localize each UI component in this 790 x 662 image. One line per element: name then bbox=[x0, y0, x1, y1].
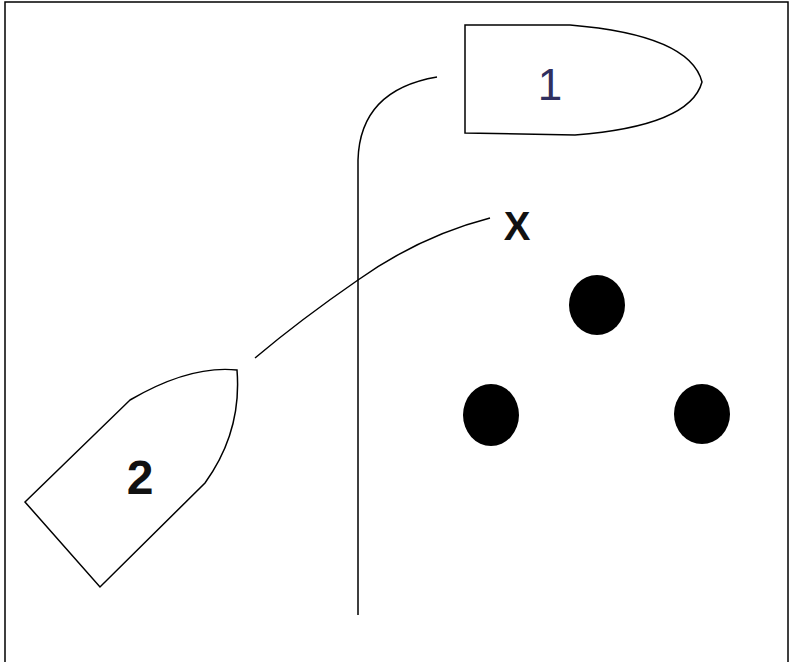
boat-number: 1 bbox=[538, 63, 562, 107]
boat-hull: 2 bbox=[22, 365, 244, 591]
boat-number: 2 bbox=[127, 454, 154, 502]
hull-outline bbox=[25, 369, 238, 587]
position-marker: X bbox=[504, 206, 531, 246]
mark-buoy bbox=[674, 384, 730, 444]
hull-outline bbox=[465, 25, 702, 135]
boat-hull: 1 bbox=[462, 22, 706, 138]
mark-buoy bbox=[569, 275, 625, 335]
boat-track bbox=[358, 77, 437, 615]
mark-buoy bbox=[463, 384, 519, 446]
frame bbox=[5, 2, 788, 662]
boat-track bbox=[255, 218, 490, 358]
hull-outline bbox=[462, 22, 706, 138]
